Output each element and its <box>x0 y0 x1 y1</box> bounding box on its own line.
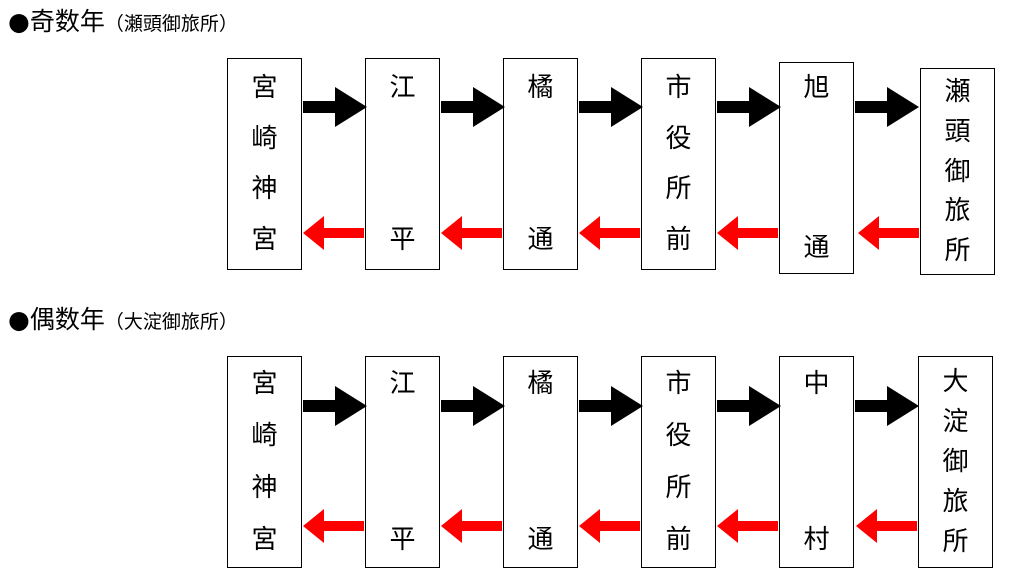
heading-main: ●奇数年 <box>8 7 105 36</box>
stop-char: 頭 <box>944 116 971 147</box>
stop-char: 宮 <box>251 369 278 399</box>
stop-char: 神 <box>251 174 278 205</box>
stop-box: 市役所前 <box>641 356 716 568</box>
stop-char: 橘 <box>527 369 554 399</box>
stop-char: 江 <box>389 369 416 399</box>
stop-box: 中村 <box>779 356 854 568</box>
forward-arrow <box>855 386 919 426</box>
stop-box: 江平 <box>365 58 440 270</box>
forward-arrow <box>579 87 643 127</box>
stop-char: 前 <box>665 525 692 555</box>
stop-char: 崎 <box>251 421 278 451</box>
stop-char: 宮 <box>251 73 278 103</box>
stop-char: 通 <box>527 525 554 555</box>
stop-box: 橘通 <box>503 356 578 568</box>
stop-char: 崎 <box>251 123 278 154</box>
backward-arrow <box>303 216 364 250</box>
stop-char: 御 <box>942 447 969 477</box>
stop-char: 平 <box>389 225 416 255</box>
backward-arrow <box>303 509 364 543</box>
forward-arrow <box>441 386 505 426</box>
heading-sub: （瀬頭御旅所） <box>104 13 238 35</box>
stop-char: 通 <box>527 225 554 255</box>
stop-char: 市 <box>665 369 692 399</box>
forward-arrow <box>303 87 367 127</box>
stop-box: 宮崎神宮 <box>227 58 302 270</box>
forward-arrow <box>855 87 919 127</box>
heading-sub: （大淀御旅所） <box>104 311 238 333</box>
stop-char: 前 <box>665 224 692 255</box>
stop-char: 宮 <box>251 525 278 555</box>
stop-char: 旭 <box>803 73 830 103</box>
stop-char: 大 <box>942 367 969 397</box>
stop-char: 淀 <box>942 407 969 437</box>
stop-box: 橘通 <box>503 58 578 270</box>
stop-char: 所 <box>944 236 971 266</box>
backward-arrow <box>717 216 778 250</box>
stop-char: 旅 <box>942 487 969 517</box>
stop-char: 宮 <box>251 224 278 255</box>
stop-char: 御 <box>944 156 971 187</box>
stop-char: 所 <box>665 473 692 503</box>
stop-char: 所 <box>942 527 969 557</box>
stop-char: 神 <box>251 473 278 503</box>
backward-arrow <box>856 509 917 543</box>
forward-arrow <box>717 87 781 127</box>
stop-char: 村 <box>803 525 830 555</box>
stop-char: 役 <box>665 421 692 451</box>
stop-char: 通 <box>803 233 830 263</box>
backward-arrow <box>858 216 919 250</box>
stop-char: 市 <box>665 73 692 103</box>
stop-char: 江 <box>389 73 416 103</box>
forward-arrow <box>579 386 643 426</box>
stop-char: 役 <box>665 123 692 154</box>
backward-arrow <box>579 216 640 250</box>
stop-box: 旭通 <box>779 62 854 274</box>
backward-arrow <box>441 216 502 250</box>
stop-box: 宮崎神宮 <box>227 356 302 568</box>
forward-arrow <box>441 87 505 127</box>
forward-arrow <box>717 386 781 426</box>
stop-char: 中 <box>803 369 830 399</box>
backward-arrow <box>579 509 640 543</box>
heading-main: ●偶数年 <box>8 305 105 334</box>
stop-box: 大淀御旅所 <box>918 356 993 568</box>
section-heading-even: ●偶数年 （大淀御旅所） <box>8 300 238 336</box>
stop-char: 橘 <box>527 73 554 103</box>
stop-char: 瀬 <box>944 77 971 107</box>
stop-box: 江平 <box>365 356 440 568</box>
backward-arrow <box>717 509 778 543</box>
backward-arrow <box>441 509 502 543</box>
stop-char: 所 <box>665 174 692 205</box>
section-heading-odd: ●奇数年 （瀬頭御旅所） <box>8 2 238 38</box>
stop-char: 旅 <box>944 196 971 227</box>
stop-box: 瀬頭御旅所 <box>920 68 995 275</box>
forward-arrow <box>303 386 367 426</box>
stop-box: 市役所前 <box>641 58 716 270</box>
stop-char: 平 <box>389 525 416 555</box>
